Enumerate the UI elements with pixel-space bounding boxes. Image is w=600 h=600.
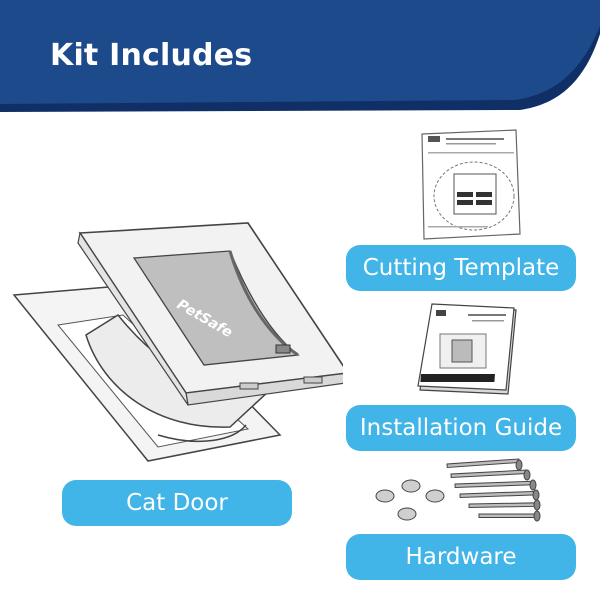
guide-title-line-2 <box>472 320 504 322</box>
template-text-line <box>428 152 514 154</box>
screw-head-icon <box>532 489 540 501</box>
screw-caps <box>375 479 445 521</box>
screw-head-icon <box>523 469 531 481</box>
guide-logo <box>436 310 446 316</box>
screw-icon <box>450 469 528 479</box>
screw-head-icon <box>533 510 541 522</box>
cat-door-latch <box>275 344 291 354</box>
installation-guide-label: Installation Guide <box>346 405 576 451</box>
screw-icon <box>468 502 538 509</box>
screw-cap-icon <box>425 489 445 503</box>
hardware-label: Hardware <box>346 534 576 580</box>
template-heading-line-2 <box>446 143 496 145</box>
screw-cap-icon <box>375 489 395 503</box>
cat-door-illustration: PetSafe <box>12 222 343 462</box>
screw-icon <box>478 513 538 518</box>
screw-icon <box>459 490 537 499</box>
screw-cap-icon <box>401 479 421 493</box>
guide-photo-door <box>451 339 473 363</box>
template-cut-outline <box>433 161 515 231</box>
template-bar-1 <box>457 192 473 197</box>
cat-door-front-left-side <box>77 231 189 406</box>
guide-footer-bar <box>420 374 495 382</box>
screw-icon <box>446 458 520 469</box>
template-bar-4 <box>476 200 492 205</box>
cat-door-label: Cat Door <box>62 480 292 526</box>
header-banner <box>0 0 600 112</box>
guide-title-line <box>468 314 506 316</box>
screws <box>446 458 541 522</box>
installation-guide-illustration <box>417 303 517 395</box>
page-title: Kit Includes <box>50 38 253 73</box>
cat-door-tunnel-edge <box>157 424 247 443</box>
hardware-illustration <box>375 458 541 522</box>
screw-icon <box>454 480 534 489</box>
screw-head-icon <box>515 459 523 471</box>
cat-door-tab-right <box>303 376 323 384</box>
template-text-line-2 <box>428 226 488 228</box>
cat-door-tab-left <box>239 382 259 390</box>
screw-cap-icon <box>397 507 417 521</box>
cutting-template-illustration <box>421 129 521 240</box>
screw-head-icon <box>529 479 537 491</box>
screw-head-icon <box>533 499 541 511</box>
cutting-template-label: Cutting Template <box>346 245 576 291</box>
template-logo <box>428 136 440 142</box>
template-heading-line <box>446 138 504 140</box>
template-bar-2 <box>476 192 492 197</box>
template-bar-3 <box>457 200 473 205</box>
banner-fill <box>0 0 600 104</box>
